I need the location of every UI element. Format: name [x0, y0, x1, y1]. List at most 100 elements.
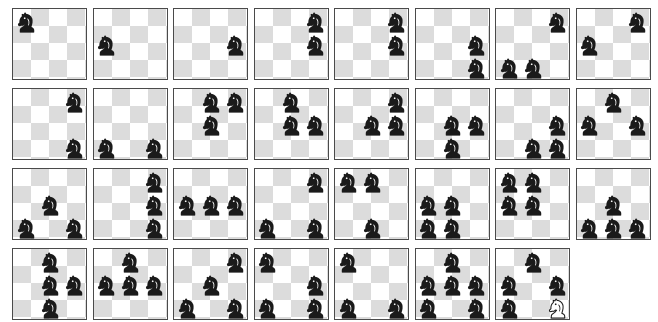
black-knight-icon [498, 274, 522, 297]
chessboard [254, 88, 329, 160]
black-knight-icon [385, 114, 409, 137]
black-knight-icon [95, 137, 119, 160]
black-knight-icon [578, 34, 602, 57]
black-knight-icon [602, 194, 626, 217]
black-knight-icon [39, 274, 63, 297]
black-knight-icon [361, 171, 385, 194]
chessboard [334, 8, 409, 80]
chessboard [495, 248, 570, 320]
black-knight-icon [626, 114, 650, 137]
chessboard [334, 168, 409, 240]
black-knight-icon [337, 171, 361, 194]
black-knight-icon [385, 34, 409, 57]
black-knight-icon [417, 297, 441, 320]
black-knight-icon [626, 217, 650, 240]
black-knight-icon [304, 217, 328, 240]
chessboard [254, 168, 329, 240]
chessboard [415, 88, 490, 160]
black-knight-icon [498, 297, 522, 320]
chessboard [93, 88, 168, 160]
chessboard [12, 248, 87, 320]
white-knight-icon [546, 297, 570, 320]
black-knight-icon [143, 217, 167, 240]
black-knight-icon [224, 34, 248, 57]
black-knight-icon [465, 57, 489, 80]
black-knight-icon [522, 137, 546, 160]
black-knight-icon [441, 114, 465, 137]
black-knight-icon [200, 274, 224, 297]
black-knight-icon [546, 274, 570, 297]
black-knight-icon [143, 137, 167, 160]
chessboard [495, 8, 570, 80]
black-knight-icon [465, 114, 489, 137]
black-knight-icon [385, 297, 409, 320]
black-knight-icon [200, 114, 224, 137]
black-knight-icon [578, 114, 602, 137]
black-knight-icon [63, 137, 87, 160]
black-knight-icon [304, 171, 328, 194]
black-knight-icon [441, 137, 465, 160]
black-knight-icon [63, 91, 87, 114]
black-knight-icon [224, 251, 248, 274]
black-knight-icon [39, 194, 63, 217]
black-knight-icon [441, 251, 465, 274]
chessboard [415, 168, 490, 240]
black-knight-icon [546, 11, 570, 34]
black-knight-icon [361, 114, 385, 137]
black-knight-icon [304, 34, 328, 57]
black-knight-icon [15, 217, 39, 240]
black-knight-icon [417, 217, 441, 240]
black-knight-icon [417, 274, 441, 297]
black-knight-icon [337, 297, 361, 320]
chessboard [173, 88, 248, 160]
black-knight-icon [200, 91, 224, 114]
black-knight-icon [176, 297, 200, 320]
black-knight-icon [304, 297, 328, 320]
black-knight-icon [522, 57, 546, 80]
black-knight-icon [498, 171, 522, 194]
black-knight-icon [417, 194, 441, 217]
chessboard [93, 8, 168, 80]
chessboard [334, 88, 409, 160]
black-knight-icon [546, 114, 570, 137]
black-knight-icon [256, 217, 280, 240]
black-knight-icon [602, 91, 626, 114]
black-knight-icon [498, 57, 522, 80]
black-knight-icon [546, 137, 570, 160]
black-knight-icon [441, 194, 465, 217]
black-knight-icon [441, 217, 465, 240]
black-knight-icon [465, 274, 489, 297]
chessboard [576, 8, 651, 80]
chessboard [415, 248, 490, 320]
black-knight-icon [143, 194, 167, 217]
chessboard [12, 168, 87, 240]
black-knight-icon [385, 91, 409, 114]
chessboard [93, 168, 168, 240]
black-knight-icon [95, 274, 119, 297]
chessboard [254, 248, 329, 320]
black-knight-icon [465, 34, 489, 57]
chessboard [495, 88, 570, 160]
chessboard [415, 8, 490, 80]
black-knight-icon [224, 194, 248, 217]
black-knight-icon [224, 297, 248, 320]
black-knight-icon [256, 251, 280, 274]
black-knight-icon [522, 171, 546, 194]
black-knight-icon [465, 297, 489, 320]
black-knight-icon [119, 274, 143, 297]
black-knight-icon [15, 11, 39, 34]
black-knight-icon [304, 274, 328, 297]
black-knight-icon [522, 194, 546, 217]
chessboard [576, 88, 651, 160]
black-knight-icon [143, 274, 167, 297]
black-knight-icon [626, 11, 650, 34]
black-knight-icon [200, 194, 224, 217]
black-knight-icon [385, 11, 409, 34]
chessboard [173, 8, 248, 80]
black-knight-icon [95, 34, 119, 57]
chessboard [12, 88, 87, 160]
chessboard [173, 248, 248, 320]
black-knight-icon [522, 251, 546, 274]
black-knight-icon [441, 274, 465, 297]
chessboard [495, 168, 570, 240]
